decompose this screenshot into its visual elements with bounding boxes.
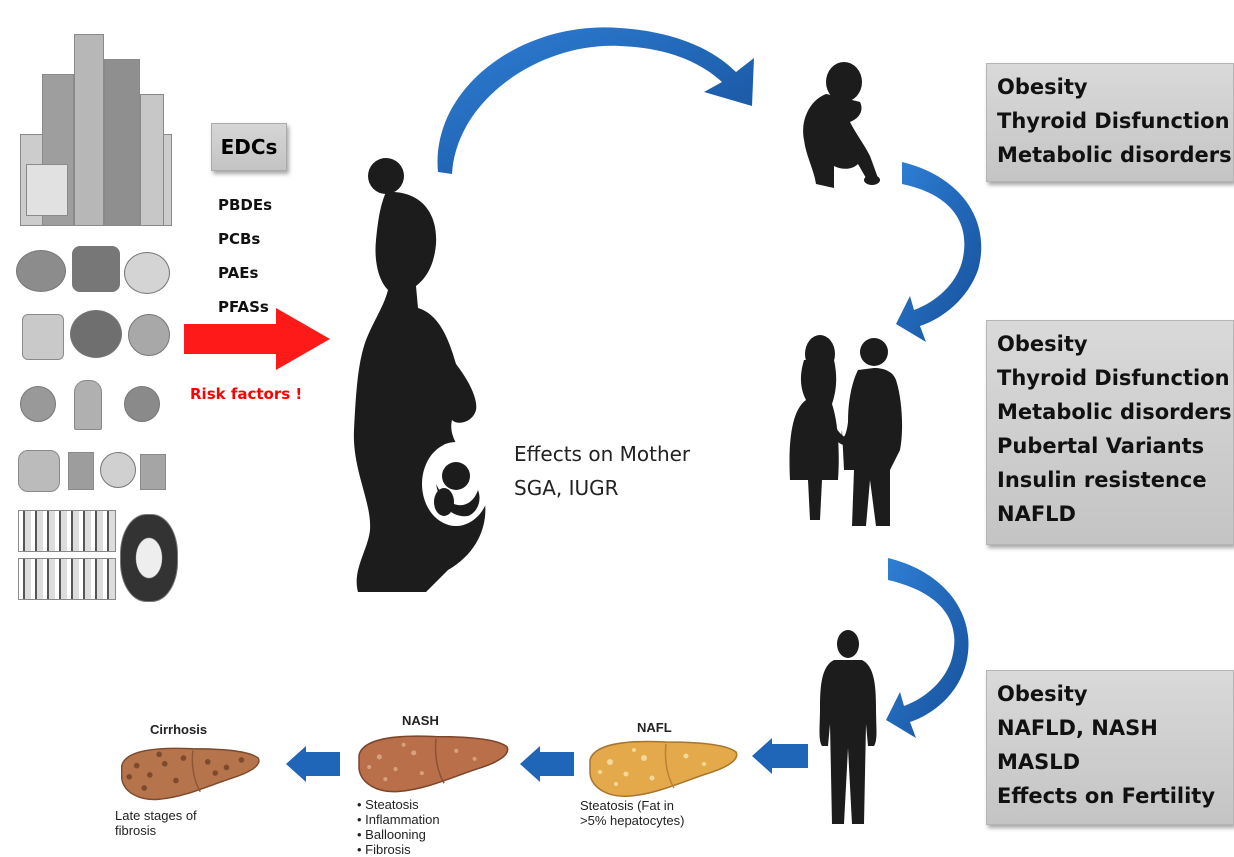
- edc-item: PFASs: [218, 298, 269, 316]
- exposure-collage: [12, 14, 182, 604]
- cirrhosis-description-line: Late stages of: [115, 808, 197, 823]
- nash-liver-icon: [358, 735, 509, 793]
- edc-item: PBDEs: [218, 196, 273, 214]
- effect-item: Insulin resistence: [997, 468, 1207, 492]
- mother-effects: Effects on Mother SGA, IUGR: [514, 437, 690, 505]
- curved-arrow-children-to-adult: [886, 558, 969, 738]
- cirrhosis-liver-icon: [121, 747, 260, 801]
- nafl-title: NAFL: [637, 720, 672, 735]
- edc-item: PCBs: [218, 230, 261, 248]
- effects-box-adult: Obesity NAFLD, NASH MASLD Effects on Fer…: [986, 670, 1234, 825]
- effect-item: Metabolic disorders: [997, 143, 1232, 167]
- cirrhosis-title: Cirrhosis: [150, 722, 208, 737]
- effect-item: Metabolic disorders: [997, 400, 1232, 424]
- nash-title: NASH: [402, 713, 439, 728]
- effect-item: NAFLD, NASH: [997, 716, 1158, 740]
- effect-item: Thyroid Disfunction: [997, 366, 1230, 390]
- red-arrow: [184, 308, 330, 370]
- effect-item: Pubertal Variants: [997, 434, 1205, 458]
- nash-description: • Steatosis • Inflammation • Ballooning …: [357, 797, 440, 857]
- nash-feature: • Steatosis: [357, 797, 419, 812]
- mother-effects-line: Effects on Mother: [514, 442, 691, 466]
- effect-item: NAFLD: [997, 502, 1076, 526]
- effects-box-infant: Obesity Thyroid Disfunction Metabolic di…: [986, 63, 1234, 182]
- edc-item: PAEs: [218, 264, 259, 282]
- nash-feature: • Fibrosis: [357, 842, 411, 857]
- effect-item: MASLD: [997, 750, 1081, 774]
- nafl-description-line: >5% hepatocytes): [580, 813, 685, 828]
- curved-arrow-infant-to-children: [896, 162, 982, 342]
- effect-item: Thyroid Disfunction: [997, 109, 1230, 133]
- nafl-description-line: Steatosis (Fat in: [580, 798, 674, 813]
- children-silhouette: [789, 335, 903, 526]
- arrow-nash-to-cirrhosis: [286, 746, 340, 782]
- arrow-adult-to-nafl: [752, 738, 808, 774]
- effect-item: Obesity: [997, 75, 1088, 99]
- effect-item: Obesity: [997, 682, 1088, 706]
- infant-silhouette: [803, 62, 880, 188]
- effect-item: Obesity: [997, 332, 1088, 356]
- effect-item: Effects on Fertility: [997, 784, 1216, 808]
- risk-factors-label: Risk factors !: [190, 385, 303, 403]
- adult-silhouette: [819, 630, 877, 824]
- edc-list: PBDEs PCBs PAEs PFASs: [218, 188, 272, 324]
- nafl-description: Steatosis (Fat in >5% hepatocytes): [580, 798, 684, 828]
- effects-box-children: Obesity Thyroid Disfunction Metabolic di…: [986, 320, 1234, 545]
- nash-feature: • Ballooning: [357, 827, 426, 842]
- cirrhosis-description: Late stages of fibrosis: [115, 808, 197, 838]
- pregnant-woman-silhouette: [353, 158, 490, 592]
- arrow-nafl-to-nash: [520, 746, 574, 782]
- nash-feature: • Inflammation: [357, 812, 440, 827]
- cirrhosis-description-line: fibrosis: [115, 823, 157, 838]
- nafl-liver-icon: [589, 740, 738, 797]
- edcs-label: EDCs: [211, 123, 287, 171]
- mother-effects-line: SGA, IUGR: [514, 476, 619, 500]
- curved-arrow-mother-to-infant: [437, 27, 754, 174]
